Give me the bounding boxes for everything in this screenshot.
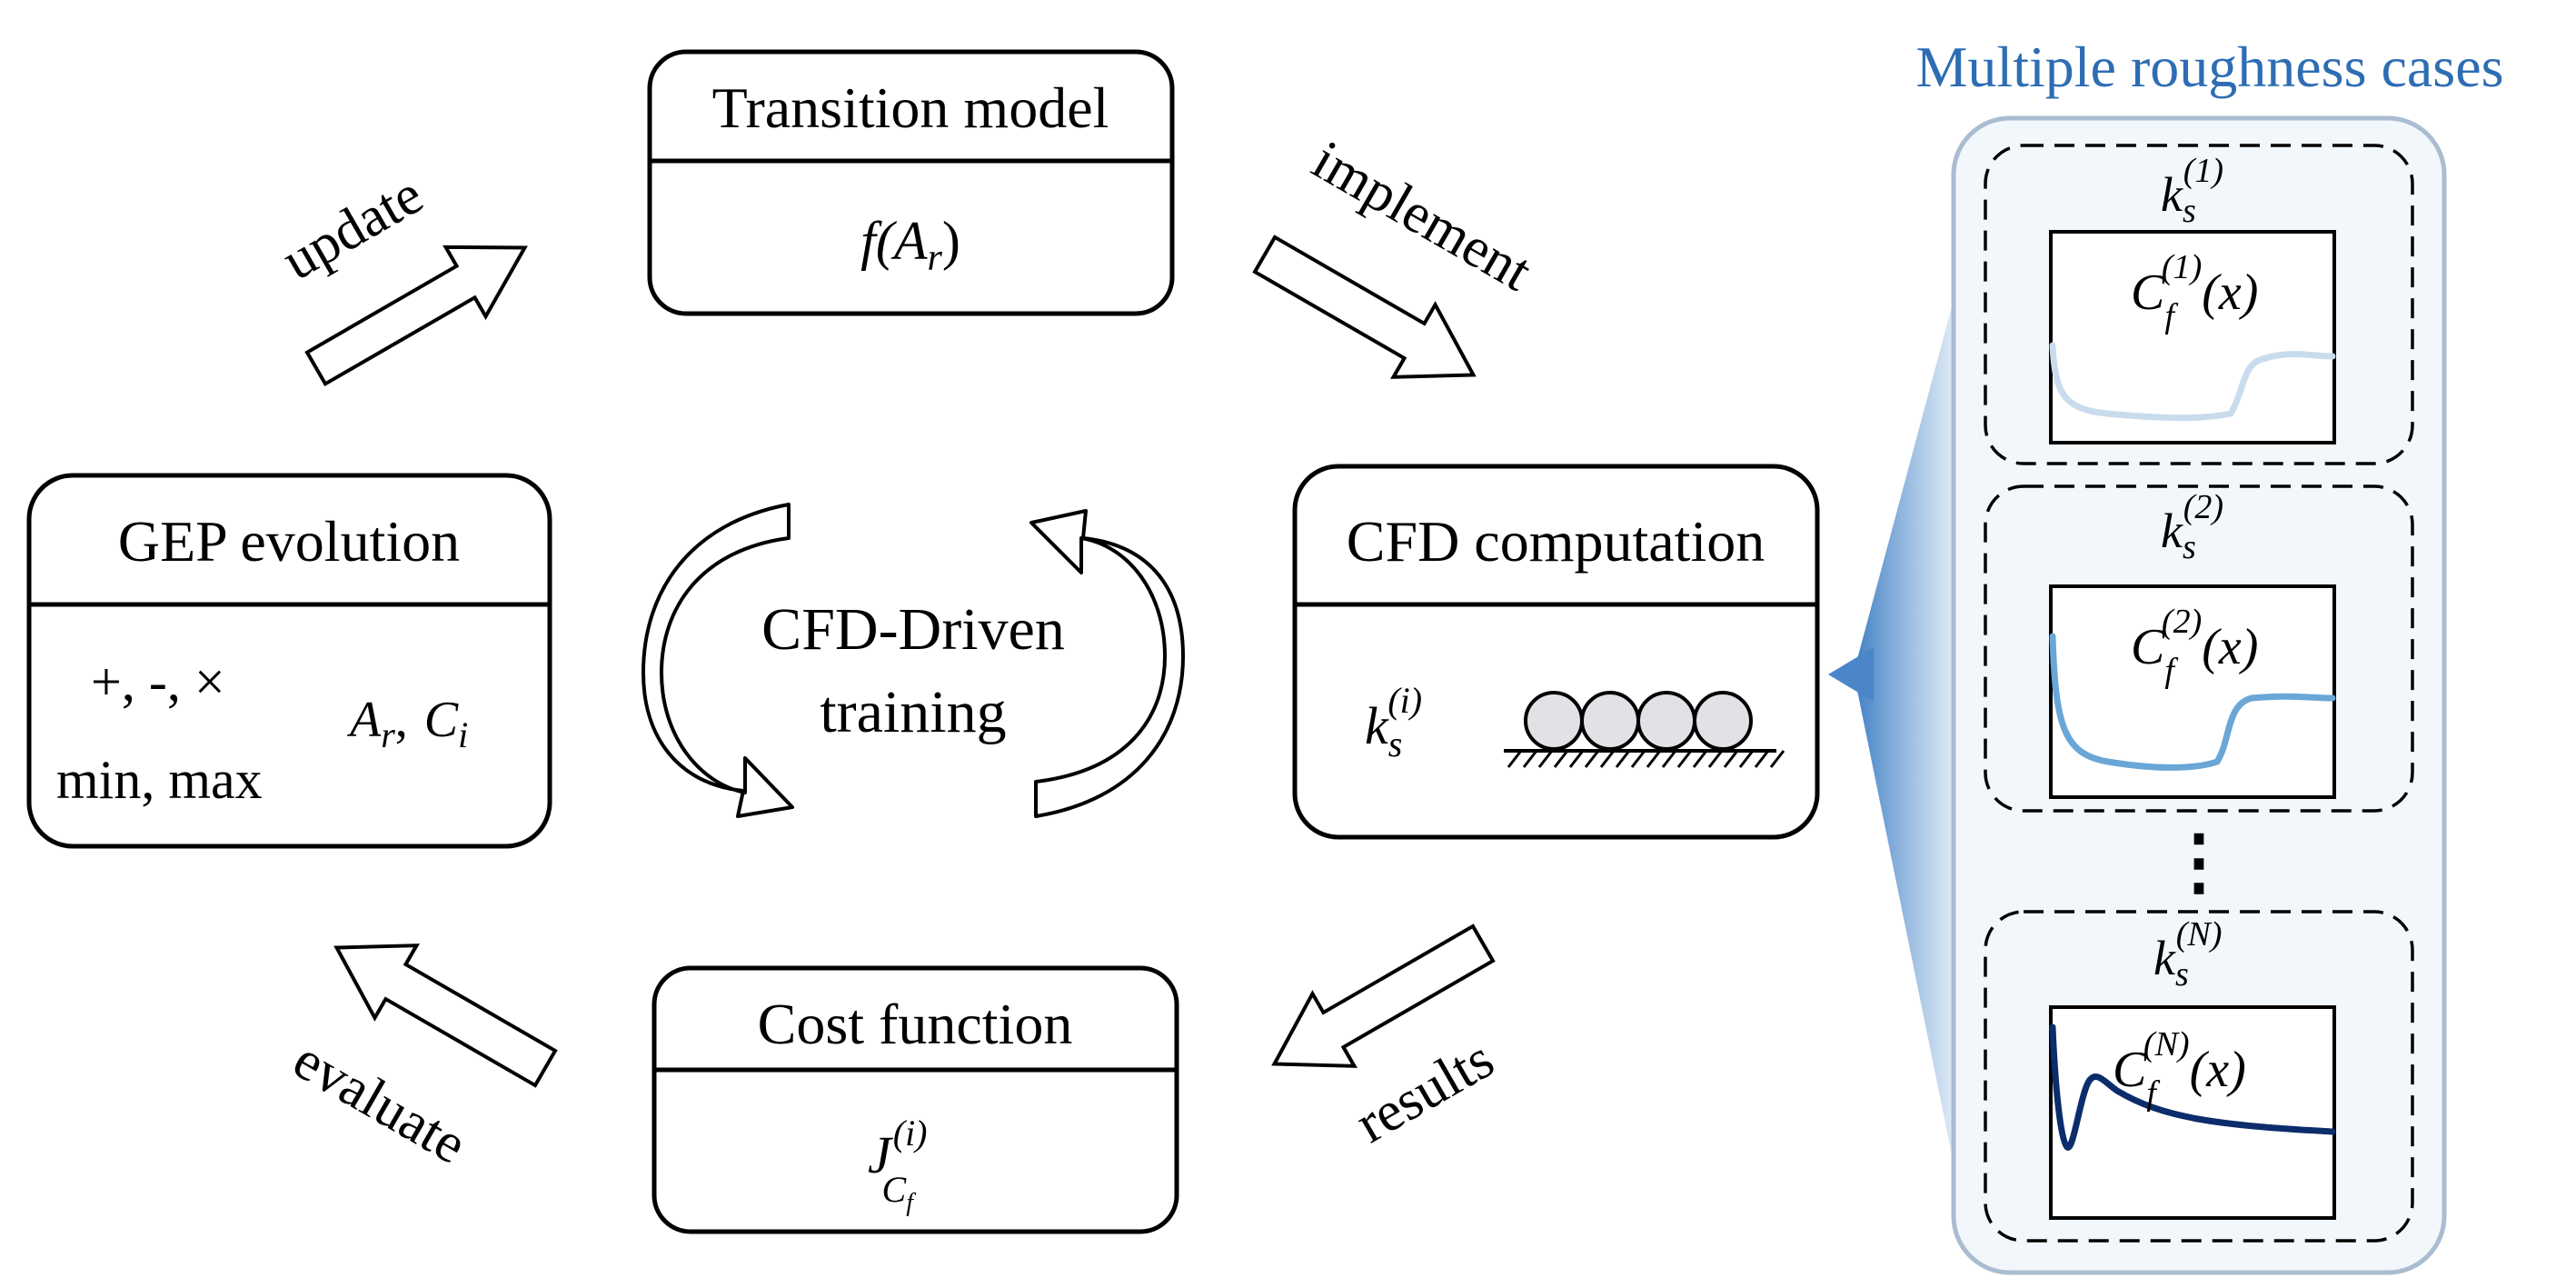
case-1-plot-frame <box>2049 230 2336 444</box>
gep-evolution-title: GEP evolution <box>118 509 460 574</box>
gep-variables: Ar,Ci <box>346 692 468 755</box>
transition-model-formula: f(Ar) <box>860 211 960 279</box>
transition-model-title: Transition model <box>712 75 1109 140</box>
gep-evolution-box: GEP evolution +, -, × min, max Ar,Ci <box>26 473 552 849</box>
roughness-case-1: ks(1) Cf(1)(x) <box>1984 144 2414 465</box>
transition-model-box: Transition model f(Ar) <box>647 49 1175 316</box>
rough-wall-icon <box>1504 691 1785 768</box>
case-n-plot-frame <box>2049 1005 2336 1220</box>
gep-functions: min, max <box>56 750 263 810</box>
case-1-k-label: ks(1) <box>2161 152 2223 230</box>
cases-panel-title: Multiple roughness cases <box>1916 35 2504 99</box>
evaluate-arrow: evaluate <box>283 944 558 1176</box>
implement-arrow: implement <box>1252 129 1542 379</box>
cfd-computation-title: CFD computation <box>1347 509 1765 574</box>
cases-ellipsis: ⋮ <box>2163 823 2235 903</box>
cfd-computation-box: CFD computation ks(i) <box>1292 464 1820 840</box>
case-2-k-label: ks(2) <box>2161 488 2223 566</box>
center-label-line1: CFD-Driven <box>761 596 1065 663</box>
cfd-roughness-variable: ks(i) <box>1365 680 1422 764</box>
case-1-cf-curve <box>2049 342 2336 422</box>
evaluate-label: evaluate <box>283 1029 477 1176</box>
update-arrow: update <box>272 164 528 387</box>
case-2-cf-curve <box>2049 633 2336 771</box>
update-label: update <box>272 164 433 293</box>
connector-fan <box>1828 300 1954 1163</box>
results-arrow: results <box>1271 924 1504 1155</box>
cost-function-title: Cost function <box>758 992 1073 1056</box>
results-label: results <box>1346 1028 1504 1155</box>
case-n-cf-curve <box>2049 1023 2336 1151</box>
roughness-case-n: ks(N) Cf(N)(x) <box>1984 910 2414 1243</box>
roughness-case-2: ks(2) Cf(2)(x) <box>1984 484 2414 813</box>
gep-operators: +, -, × <box>91 652 225 712</box>
cost-function-box: Cost function J(i)Cf <box>651 965 1179 1234</box>
case-n-k-label: ks(N) <box>2153 915 2222 993</box>
cost-function-formula: J(i)Cf <box>868 1113 928 1217</box>
cycle-arrow-left <box>642 503 794 818</box>
center-label-line2: training <box>820 679 1006 745</box>
case-2-cf-label: Cf(2)(x) <box>2131 603 2258 690</box>
cycle-arrow-right <box>1029 509 1185 818</box>
